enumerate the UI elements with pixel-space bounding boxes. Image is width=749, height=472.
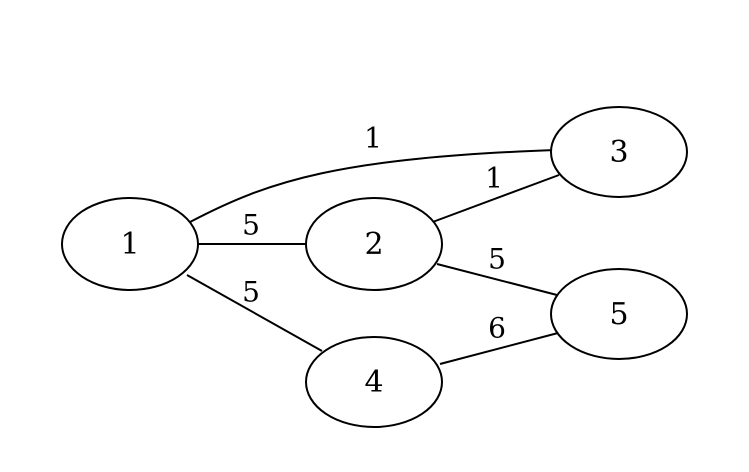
edge-labels: 1 5 5 1 5 6 — [242, 122, 506, 345]
node-5-ellipse — [550, 268, 688, 360]
edge-label-1-3: 1 — [364, 122, 382, 155]
edge-1-3 — [189, 149, 556, 223]
node-1: 1 — [61, 197, 199, 291]
edge-4-5 — [439, 332, 559, 365]
node-1-label: 1 — [120, 227, 139, 262]
edge-label-1-2: 5 — [242, 209, 260, 242]
edge-2-5 — [436, 263, 558, 296]
edge-2-3 — [429, 174, 560, 224]
node-3-label: 3 — [609, 135, 628, 170]
edge-label-4-5: 6 — [488, 312, 506, 345]
edge-label-2-3: 1 — [485, 162, 503, 195]
node-2: 2 — [305, 197, 443, 291]
node-4: 4 — [305, 336, 443, 428]
node-1-ellipse — [61, 197, 199, 291]
node-5: 5 — [550, 268, 688, 360]
node-2-ellipse — [305, 197, 443, 291]
node-4-ellipse — [305, 336, 443, 428]
edge-label-2-5: 5 — [488, 243, 506, 276]
node-2-label: 2 — [364, 227, 383, 262]
edges — [186, 149, 560, 365]
node-3: 3 — [550, 106, 688, 198]
edge-label-1-4: 5 — [242, 276, 260, 309]
node-5-label: 5 — [609, 297, 628, 332]
node-4-label: 4 — [364, 365, 383, 400]
node-3-ellipse — [550, 106, 688, 198]
edge-1-4 — [186, 274, 323, 352]
